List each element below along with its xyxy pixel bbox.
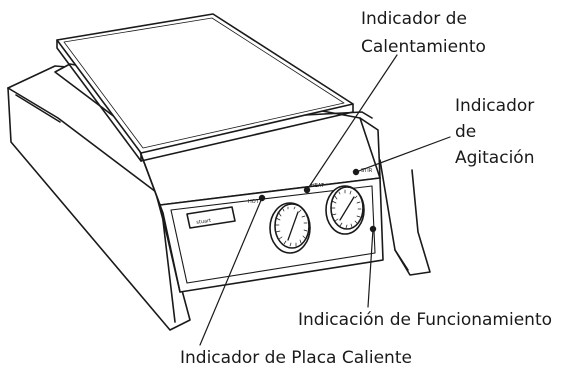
stir-indicator-label-line-2: de (455, 122, 477, 142)
power-indication-label: Indicación de Funcionamiento (298, 310, 553, 330)
stir-indicator-label-line-1: Indicador (455, 96, 535, 116)
heat-indicator-label-line-2: Calentamiento (361, 37, 486, 57)
heat-indicator-leader (306, 54, 398, 191)
heat-knob[interactable] (269, 202, 311, 254)
stir-indicator-leader (355, 136, 451, 173)
hot-plate-indicator-label: Indicador de Placa Caliente (180, 348, 412, 368)
stir-knob[interactable] (325, 185, 365, 235)
power-indication-leader (367, 228, 374, 308)
brand-logo-text: stuart (196, 218, 212, 226)
hot-label: HOT (248, 199, 260, 205)
heat-indicator-label-line-1: Indicador de (361, 9, 467, 29)
stir-label: STIR (361, 168, 373, 174)
hot-plate-indicator-leader (199, 197, 263, 346)
stir-indicator-label-line-3: Agitación (455, 148, 535, 168)
top-plate (56, 13, 354, 162)
right-support-leg (379, 159, 431, 276)
brand-badge (186, 206, 236, 229)
heat-label: HEAT (311, 183, 325, 189)
